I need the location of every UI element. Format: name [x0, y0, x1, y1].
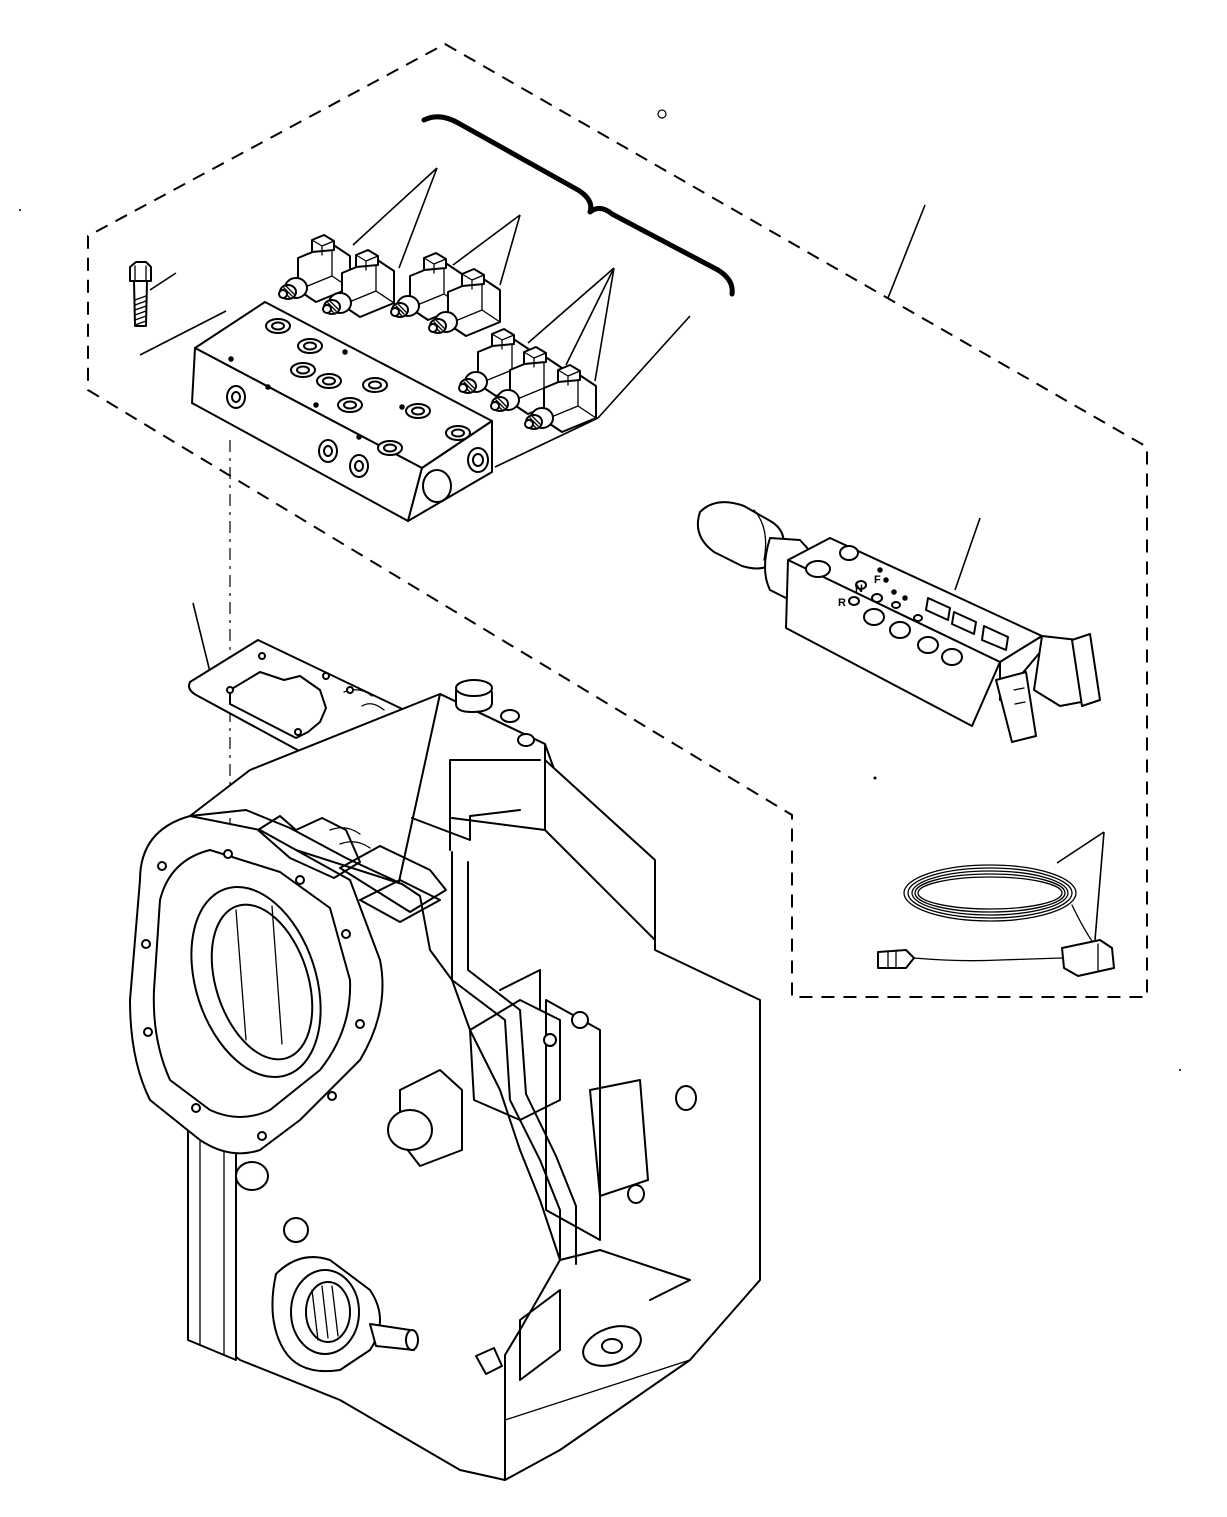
shift-controller: F N R — [696, 501, 1101, 743]
scan-specks — [19, 109, 1181, 1071]
solenoid-group-brace — [421, 114, 735, 297]
leader-lines — [139, 167, 1105, 941]
valve-block-ports — [265, 318, 471, 456]
reverse-label: R — [838, 597, 846, 609]
solenoid-valve-1 — [278, 234, 351, 303]
neutral-label: N — [855, 583, 863, 595]
bolt — [129, 261, 152, 327]
valve-block — [191, 301, 493, 522]
forward-label: F — [874, 574, 881, 586]
wiring-harness — [877, 864, 1115, 977]
kit-boundary-dashed-outline — [87, 42, 1148, 998]
transmission-housing — [129, 679, 761, 1481]
